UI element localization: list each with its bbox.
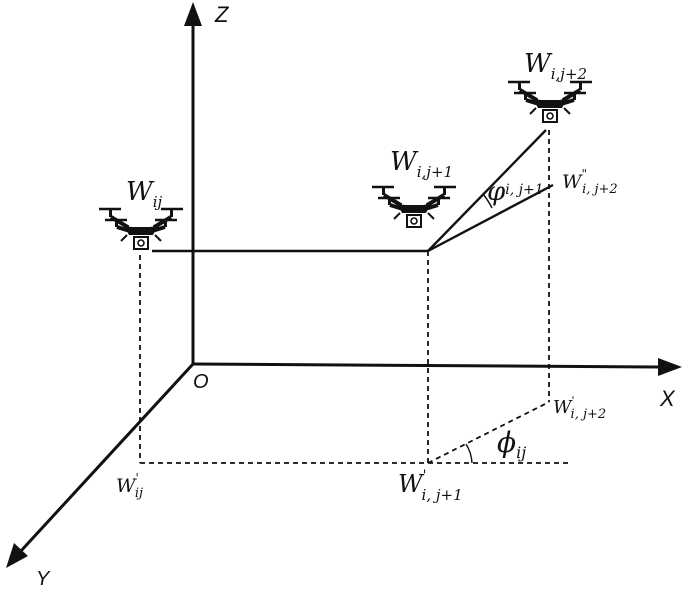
drone-label-wij1: Wi,j+1 — [390, 147, 453, 181]
z-axis-arrow — [184, 2, 202, 26]
proj-label-wij2: W'i, j+2 — [553, 394, 606, 422]
quadcopter-drone-icon — [370, 185, 458, 229]
z-axis-label: Z — [214, 2, 230, 27]
y-axis-label: Y — [36, 568, 51, 589]
angle-arc-phi-upper — [482, 193, 493, 209]
x-axis-label: X — [659, 386, 676, 411]
angle-arc-phi-lower — [465, 443, 473, 464]
ground-diagonal — [427, 401, 550, 464]
proj-label-wij1: W'i, j+1 — [398, 468, 463, 504]
axes — [6, 2, 682, 568]
angle-label-phi-lower: ϕij — [497, 426, 526, 462]
quadcopter-drone-icon — [506, 80, 594, 124]
quadcopter-drone-icon — [97, 207, 185, 251]
x-axis-line — [192, 362, 661, 369]
origin-label: O — [193, 371, 209, 393]
y-axis-line — [18, 362, 195, 554]
proj-label-wij: W'ij — [116, 471, 143, 501]
drone-label-wij: Wij — [126, 177, 163, 211]
aux-point-label: W"i, j+2 — [562, 167, 618, 197]
angle-label-phi-upper: φi, j+1 — [487, 177, 544, 207]
y-axis-arrow — [6, 543, 28, 568]
drone-label-wij2: Wi,j+2 — [524, 49, 587, 83]
path-segment-2 — [427, 129, 547, 252]
flight-path — [152, 129, 554, 253]
projection-lines — [139, 130, 568, 464]
x-axis-arrow — [658, 358, 682, 376]
auxiliary-line — [427, 183, 554, 253]
